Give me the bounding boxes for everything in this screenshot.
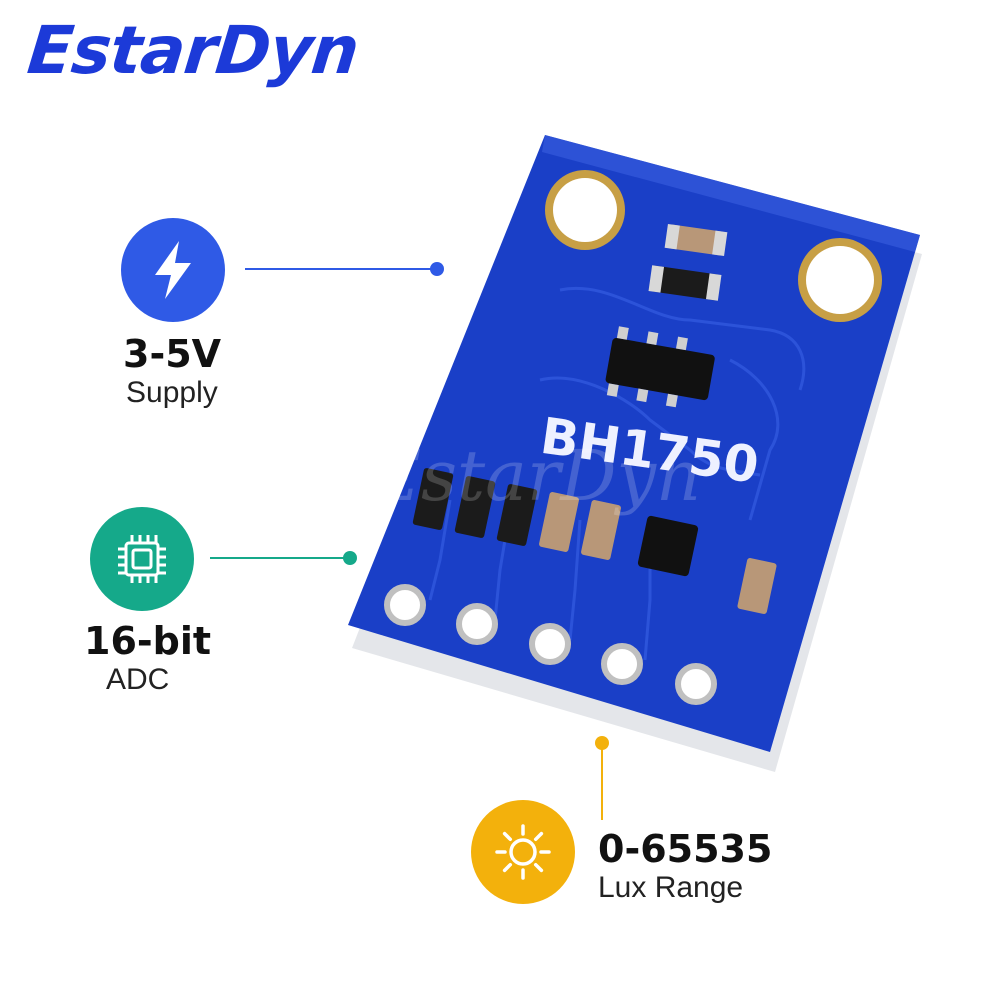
header-pin [384,584,426,626]
lightning-bolt-icon [121,218,225,322]
bh1750-board-image: BH1750 EstarDyn [348,135,922,772]
header-pin [601,643,643,685]
callout-line [245,268,435,270]
sun-icon [471,800,575,904]
callout-line [601,742,603,820]
callout-dot [595,736,609,750]
lux-range-value: 0-65535 [598,827,773,871]
sensor-chip [605,337,715,401]
callout-dot [430,262,444,276]
chip-icon [90,507,194,611]
callout-dot [343,551,357,565]
adc-label: ADC [106,663,170,696]
supply-value: 3-5V [123,332,222,376]
header-pin [456,603,498,645]
adc-value: 16-bit [84,619,212,663]
watermark: EstarDyn [368,435,701,517]
lux-range-label: Lux Range [598,871,744,904]
brand-logo: EstarDyn [24,12,362,89]
header-pin [529,623,571,665]
pcb-board [348,135,920,752]
header-pin [675,663,717,705]
callout-line [210,557,348,559]
supply-label: Supply [126,376,218,409]
